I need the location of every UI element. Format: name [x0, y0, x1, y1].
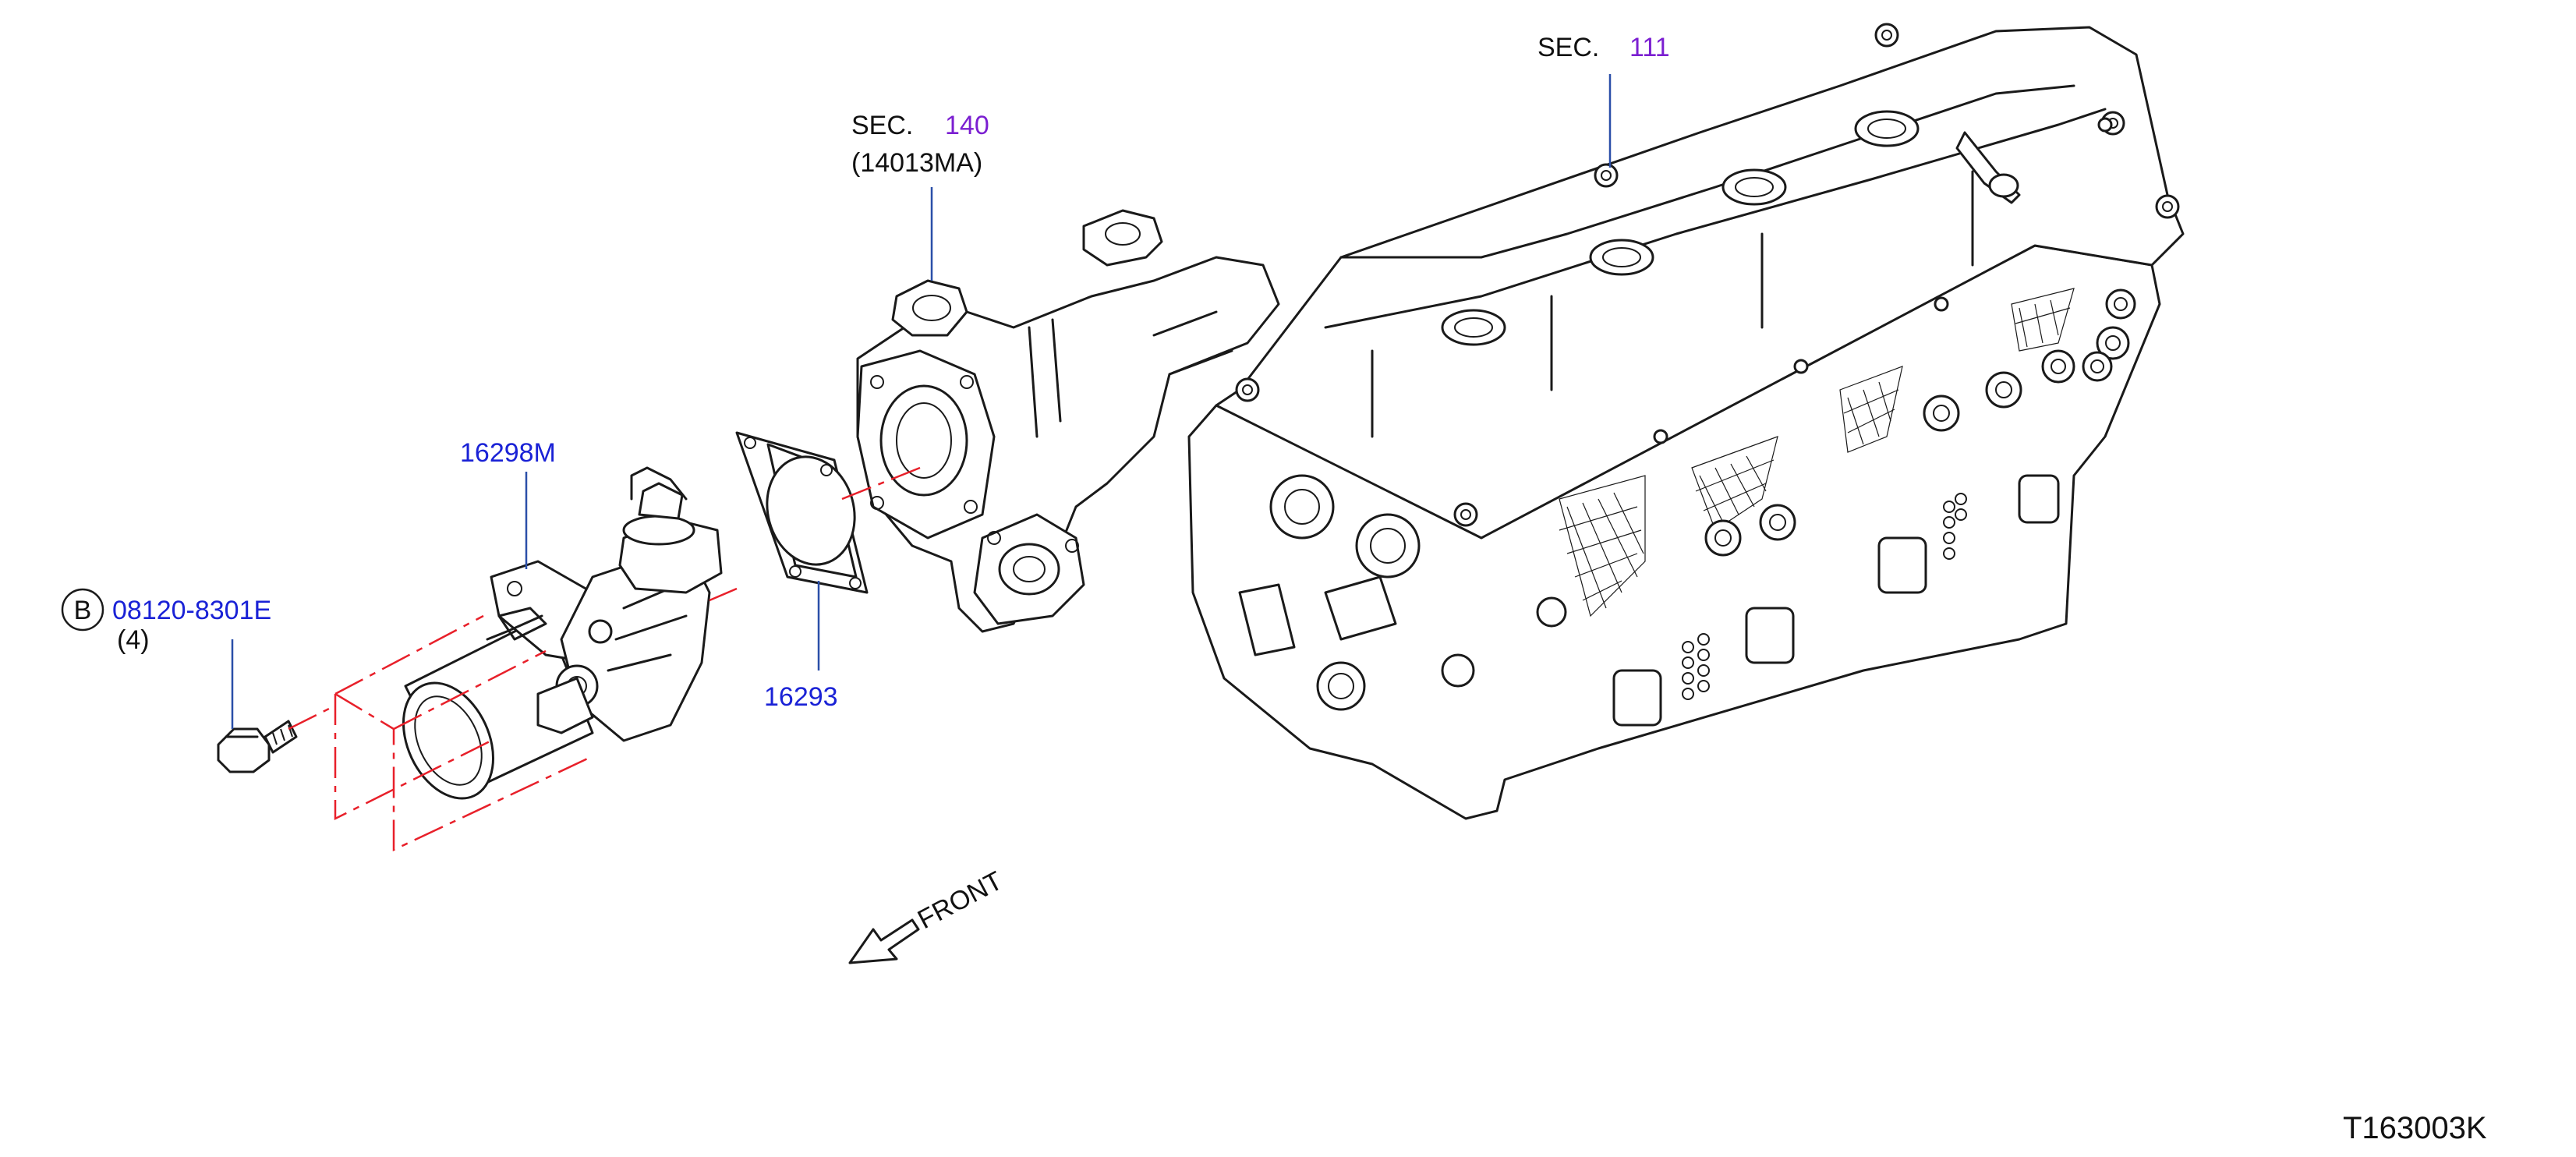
head-bolts	[1235, 23, 2180, 527]
assembly-lines	[288, 466, 921, 851]
front-arrow-icon	[848, 918, 920, 964]
hatched-areas	[1559, 288, 2075, 617]
part-label-16293[interactable]: 16293	[764, 682, 838, 712]
sec-140-prefix: SEC.	[851, 111, 913, 140]
bolt-circle-letter: B	[74, 596, 92, 625]
diagram-code: T163003K	[2343, 1111, 2487, 1145]
part-label-08120-8301e[interactable]: 08120-8301E	[112, 596, 271, 625]
bolt-quantity: (4)	[117, 625, 150, 655]
leader-lines	[231, 74, 1612, 729]
front-label: FRONT	[913, 866, 1007, 936]
gasket-16293	[735, 431, 869, 594]
front-face-features	[1238, 288, 2136, 727]
intake-manifold	[856, 209, 1280, 633]
sec-111-number[interactable]: 111	[1629, 33, 1670, 62]
sec-111-prefix: SEC.	[1537, 33, 1599, 62]
sec-140-code: (14013MA)	[851, 148, 982, 178]
bolt-08120-8301e	[217, 720, 298, 773]
cylinder-head-assembly	[1187, 23, 2185, 820]
sec-140-number[interactable]: 140	[945, 111, 989, 140]
cam-bores	[1441, 110, 1920, 346]
valve-assembly-16298m	[402, 466, 723, 800]
part-label-16298m[interactable]: 16298M	[460, 438, 556, 468]
bolt-circle-badge: B	[61, 588, 104, 632]
